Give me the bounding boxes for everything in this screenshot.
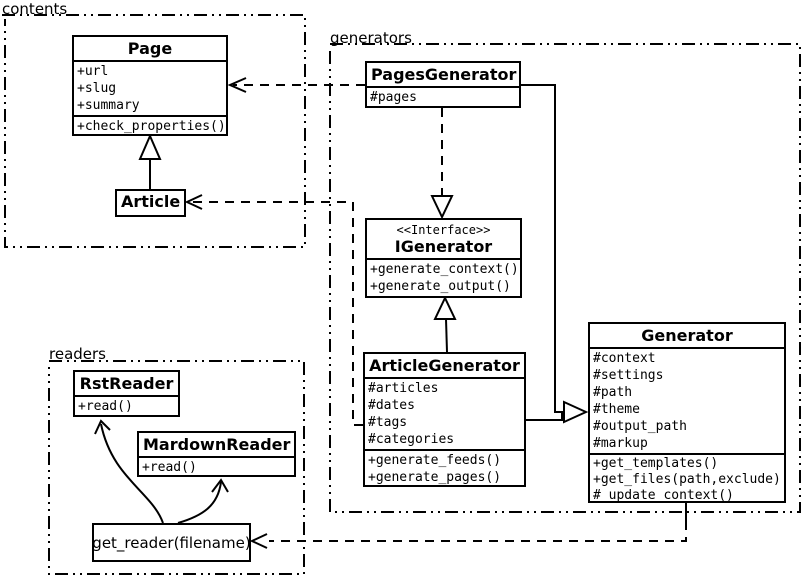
attribute-row: #settings bbox=[593, 368, 664, 383]
igenerator-header: <<Interface>> IGenerator bbox=[367, 220, 520, 258]
method-row: +generate_output() bbox=[370, 279, 511, 294]
method-row: +read() bbox=[78, 399, 133, 414]
package-border-contents bbox=[2, 14, 306, 248]
class-title-igenerator: IGenerator bbox=[394, 237, 493, 256]
igenerator-methods: +generate_context() +generate_output() bbox=[367, 258, 520, 296]
package-label-contents: contents bbox=[2, 0, 68, 18]
edge-generator-to-getreader bbox=[269, 521, 687, 542]
articlegenerator-attributes: #articles #dates #tags #categories bbox=[365, 377, 524, 449]
class-title-generator: Generator bbox=[641, 326, 733, 345]
arrowhead-open-getreader bbox=[249, 533, 268, 549]
class-title-articlegenerator: ArticleGenerator bbox=[369, 356, 520, 375]
class-box-articlegenerator: ArticleGenerator #articles #dates #tags … bbox=[363, 352, 526, 487]
method-row: +check_properties() bbox=[77, 119, 226, 134]
package-label-generators: generators bbox=[330, 29, 412, 47]
mardownreader-methods: +read() bbox=[139, 456, 294, 477]
attribute-row: +summary bbox=[77, 98, 140, 113]
package-border-readers bbox=[48, 360, 305, 575]
method-row: #_update_context() bbox=[593, 488, 734, 503]
attribute-row: #path bbox=[593, 385, 633, 400]
edge-articlegenerator-to-igenerator bbox=[445, 318, 448, 353]
arrowhead-triangle-page bbox=[138, 133, 162, 160]
class-title-pagesgenerator: PagesGenerator bbox=[371, 65, 517, 84]
class-title-mardownreader: MardownReader bbox=[143, 435, 291, 454]
attribute-row: #categories bbox=[368, 432, 455, 447]
arrowhead-triangle-igenerator-top bbox=[430, 195, 454, 220]
class-box-igenerator: <<Interface>> IGenerator +generate_conte… bbox=[365, 218, 522, 298]
edge-pagesgenerator-to-generator bbox=[521, 84, 564, 413]
edge-articlegenerator-to-article bbox=[190, 201, 363, 426]
attribute-row: #dates bbox=[368, 398, 415, 413]
arrowhead-triangle-igenerator-bottom bbox=[433, 295, 457, 320]
pagesgenerator-attributes: #pages bbox=[367, 86, 519, 107]
method-row: +read() bbox=[142, 460, 197, 475]
attribute-row: #output_path bbox=[593, 419, 687, 434]
package-border-generators bbox=[329, 43, 801, 513]
igenerator-stereotype: <<Interface>> bbox=[396, 223, 491, 237]
class-title-article: Article bbox=[121, 192, 181, 211]
get-reader-label: get_reader(filename) bbox=[92, 533, 251, 552]
class-box-generator: Generator #context #settings #path #them… bbox=[588, 322, 786, 503]
page-methods: +check_properties() bbox=[74, 115, 226, 136]
method-row: +get_templates() bbox=[593, 456, 719, 471]
rstreader-methods: +read() bbox=[75, 395, 178, 416]
attribute-row: +url bbox=[77, 64, 109, 79]
package-label-readers: readers bbox=[49, 345, 106, 363]
attribute-row: #tags bbox=[368, 415, 408, 430]
edge-articlegenerator-to-generator bbox=[526, 412, 563, 421]
class-title-rstreader: RstReader bbox=[79, 374, 174, 393]
articlegenerator-methods: +generate_feeds() +generate_pages() bbox=[365, 449, 524, 487]
page-attributes: +url +slug +summary bbox=[74, 60, 226, 115]
arrowhead-open-mardownreader bbox=[211, 478, 229, 493]
method-row: +generate_feeds() bbox=[368, 453, 502, 468]
attribute-row: #pages bbox=[370, 90, 417, 105]
attribute-row: +slug bbox=[77, 81, 117, 96]
class-title-page: Page bbox=[127, 39, 173, 58]
arrowhead-open-rstreader bbox=[94, 419, 111, 435]
arrowhead-open-page bbox=[227, 77, 247, 93]
edge-getreader-to-mardownreader bbox=[177, 481, 222, 524]
class-box-pagesgenerator: PagesGenerator #pages bbox=[365, 61, 521, 108]
method-row: +generate_pages() bbox=[368, 470, 502, 485]
method-row: +get_files(path,exclude) bbox=[593, 472, 781, 487]
attribute-row: #theme bbox=[593, 402, 640, 417]
class-box-rstreader: RstReader +read() bbox=[73, 370, 180, 417]
class-box-article: Article bbox=[115, 189, 186, 217]
generator-methods: +get_templates() +get_files(path,exclude… bbox=[590, 453, 784, 505]
edge-getreader-to-rstreader bbox=[100, 423, 164, 524]
class-box-mardownreader: MardownReader +read() bbox=[137, 431, 296, 477]
arrowhead-open-article bbox=[184, 194, 203, 210]
class-box-page: Page +url +slug +summary +check_properti… bbox=[72, 35, 228, 136]
attribute-row: #markup bbox=[593, 436, 648, 451]
method-row: +generate_context() bbox=[370, 262, 519, 277]
generator-attributes: #context #settings #path #theme #output_… bbox=[590, 347, 784, 453]
arrowhead-triangle-generator bbox=[563, 400, 589, 424]
attribute-row: #context bbox=[593, 351, 656, 366]
function-box-get-reader: get_reader(filename) bbox=[92, 523, 251, 562]
attribute-row: #articles bbox=[368, 381, 439, 396]
